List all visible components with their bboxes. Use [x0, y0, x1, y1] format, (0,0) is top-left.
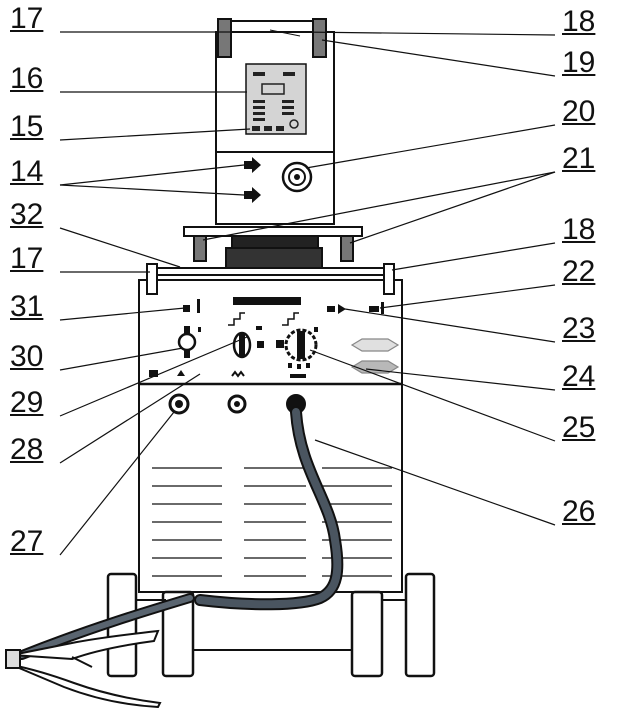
- swivel-mount-lower: [225, 247, 323, 269]
- callout-23: 23: [562, 312, 596, 345]
- callout-32: 32: [10, 198, 44, 231]
- leader-lines: [59, 31, 556, 556]
- wheel-rear-right: [404, 572, 436, 678]
- callout-28: 28: [10, 433, 44, 466]
- callout-16: 16: [10, 62, 44, 95]
- feeder-wheel-right: [340, 235, 354, 262]
- callout-21: 21: [562, 142, 596, 175]
- display-window: [233, 297, 301, 305]
- main-handle-right: [383, 263, 395, 295]
- output-socket-middle: [227, 394, 247, 414]
- callout-25: 25: [562, 411, 596, 444]
- switch-knob: [177, 326, 201, 358]
- wheel-front-right: [350, 590, 384, 678]
- callout-20: 20: [562, 95, 596, 128]
- socket-symbols: [149, 370, 306, 378]
- callout-17-bottom: 17: [10, 242, 44, 275]
- power-source: [138, 263, 403, 593]
- output-socket-left: [168, 393, 190, 415]
- swivel-mount-upper: [231, 235, 319, 249]
- callout-18-top: 18: [562, 5, 596, 38]
- gas-indicator-icon: [327, 304, 346, 314]
- callout-15: 15: [10, 110, 44, 143]
- callout-30: 30: [10, 340, 44, 373]
- wire-feeder: [215, 18, 335, 225]
- feeder-arrow-lower-icon: [244, 187, 261, 203]
- feeder-panel-symbols: [252, 72, 299, 131]
- callout-18-bottom: 18: [562, 213, 596, 246]
- callout-19: 19: [562, 46, 596, 79]
- callout-27: 27: [10, 525, 44, 558]
- voltage-step-switch: [276, 312, 318, 369]
- feeder-handle-left: [217, 18, 232, 58]
- feeder-handle-bar: [225, 20, 327, 33]
- callout-22: 22: [562, 255, 596, 288]
- feeder-wheel-left: [193, 235, 207, 262]
- callout-26: 26: [562, 495, 596, 528]
- main-handle-left: [146, 263, 158, 295]
- earth-clamp: [5, 629, 162, 708]
- indicator-lamp-upper: [350, 338, 400, 352]
- cables: [17, 406, 344, 660]
- feeder-base: [183, 226, 363, 269]
- ventilation-grille: [152, 467, 392, 577]
- main-handle-bar: [153, 267, 391, 276]
- feeder-arrow-upper-icon: [244, 157, 261, 173]
- wheel-front-left: [161, 590, 195, 678]
- callout-14: 14: [10, 155, 44, 188]
- callout-29: 29: [10, 386, 44, 419]
- power-source-body: [138, 279, 403, 593]
- mains-indicator-icon: [183, 305, 190, 312]
- callout-17-top: 17: [10, 2, 44, 35]
- callout-31: 31: [10, 290, 44, 323]
- feeder-base-plate: [183, 226, 363, 237]
- undercarriage: [106, 572, 436, 678]
- mode-selector-knob: [228, 312, 264, 359]
- feeder-handle-right: [312, 18, 327, 58]
- callout-24: 24: [562, 360, 596, 393]
